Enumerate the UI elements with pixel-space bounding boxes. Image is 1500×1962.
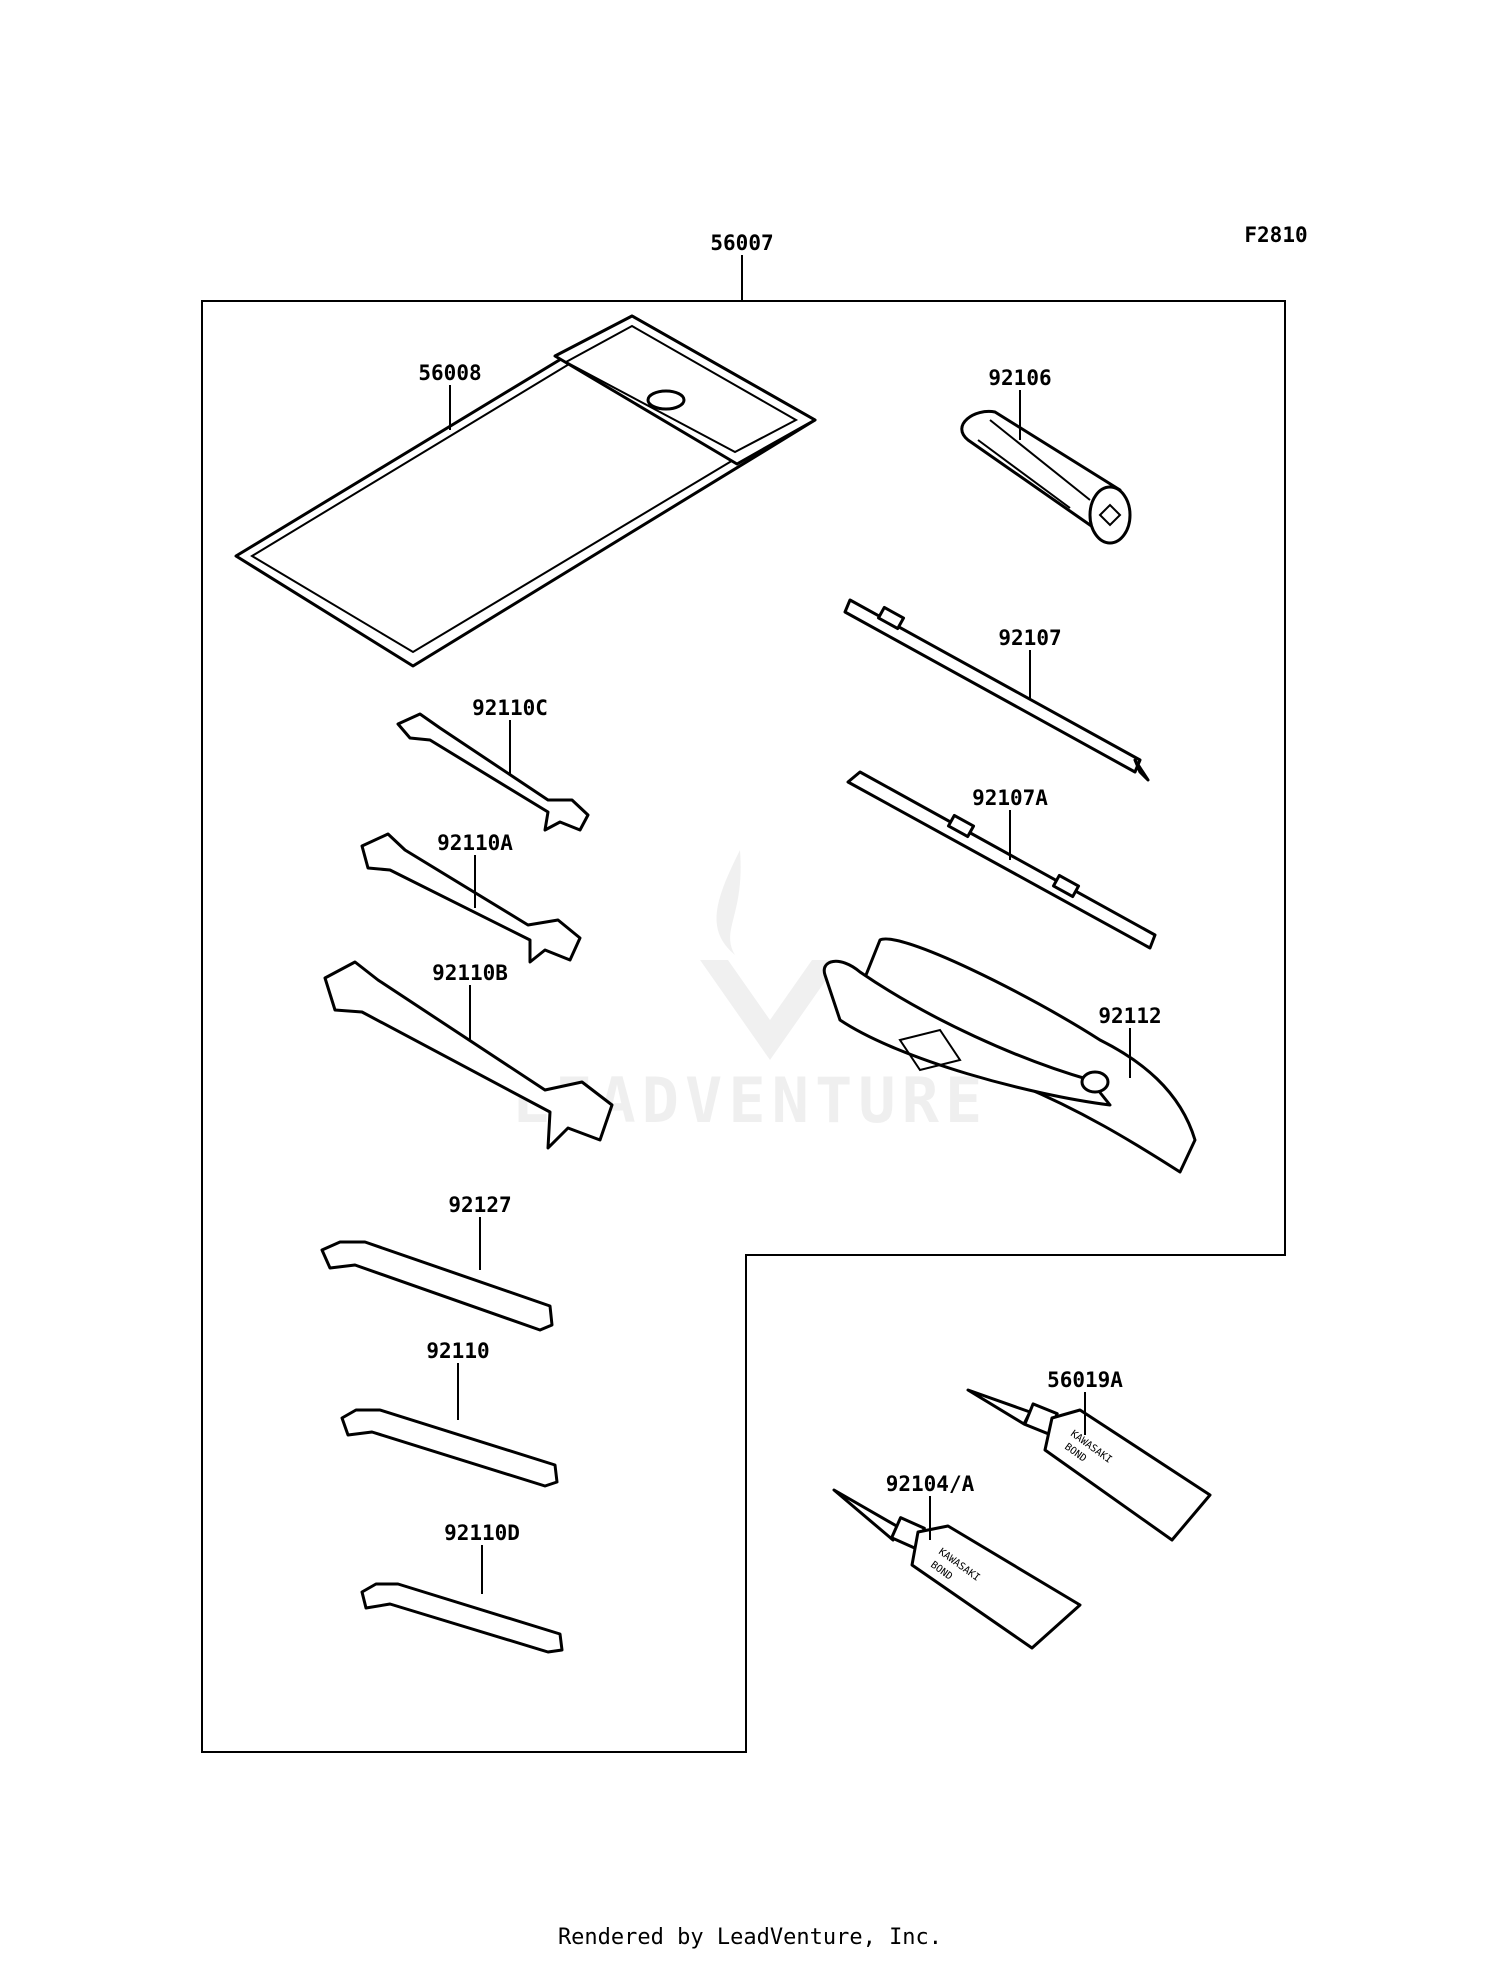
part-92112-pliers: 92112 xyxy=(822,937,1197,1174)
part-label-92127: 92127 xyxy=(448,1193,511,1217)
part-56008-tool-pouch: 56008 xyxy=(234,314,817,668)
part-label-56007: 56007 xyxy=(710,231,773,255)
part-92127-hex-key: 92127 xyxy=(320,1193,554,1332)
snap-button xyxy=(646,389,686,411)
part-92104A-bond-tube: KAWASAKI BOND 92104/A xyxy=(832,1472,1082,1650)
diagram-code: F2810 xyxy=(1244,223,1307,247)
part-label-92110: 92110 xyxy=(426,1339,489,1363)
part-92110B-wrench: 92110B xyxy=(323,960,614,1150)
part-56019A-bond-tube: KAWASAKI BOND 56019A xyxy=(966,1368,1212,1542)
part-label-56008: 56008 xyxy=(418,361,481,385)
part-label-92107: 92107 xyxy=(998,626,1061,650)
part-92110-hex-key: 92110 xyxy=(340,1339,559,1488)
part-label-92110D: 92110D xyxy=(444,1521,520,1545)
part-92107-screwdriver: 92107 xyxy=(843,598,1150,782)
part-92110D-hex-key: 92110D xyxy=(360,1521,564,1654)
part-label-92110C: 92110C xyxy=(472,696,548,720)
part-92106-handle: 92106 xyxy=(960,366,1132,545)
watermark-v-icon xyxy=(700,960,840,1060)
part-label-92107A: 92107A xyxy=(972,786,1048,810)
part-92107A-screwdriver: 92107A xyxy=(846,770,1157,950)
part-92110C-wrench: 92110C xyxy=(396,696,590,832)
watermark-flame-icon xyxy=(716,850,741,955)
part-label-92110B: 92110B xyxy=(432,961,508,985)
part-label-56019A: 56019A xyxy=(1047,1368,1123,1392)
part-label-92112: 92112 xyxy=(1098,1004,1161,1028)
assembly-boundary xyxy=(201,300,1286,1753)
part-label-92110A: 92110A xyxy=(437,831,513,855)
part-label-92104A: 92104/A xyxy=(886,1472,975,1496)
part-label-92106: 92106 xyxy=(988,366,1051,390)
part-92110A-wrench: 92110A xyxy=(360,831,582,964)
footer-credit: Rendered by LeadVenture, Inc. xyxy=(557,1925,943,1950)
